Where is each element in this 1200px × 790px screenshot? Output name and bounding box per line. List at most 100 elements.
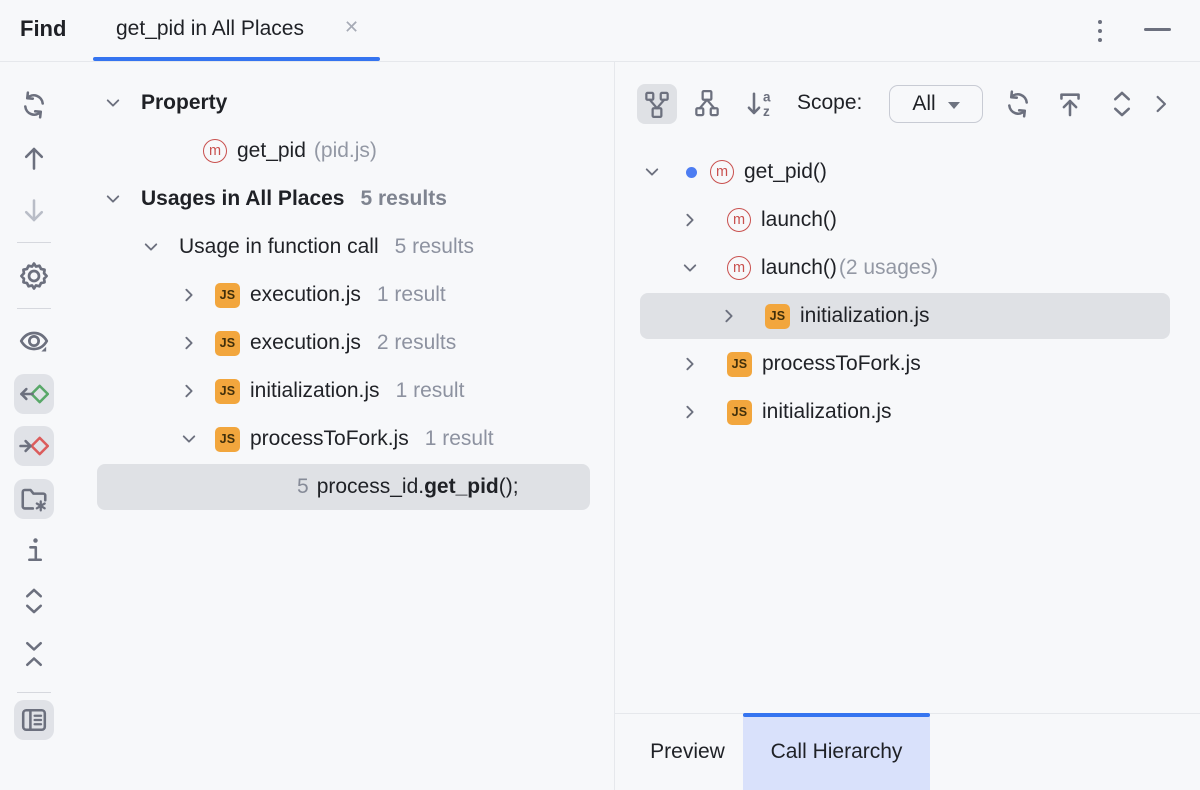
show-preview-panel-icon[interactable] [14, 700, 54, 740]
panel-divider[interactable] [614, 62, 615, 790]
file-label: processToFork.js [250, 427, 409, 450]
hierarchy-row[interactable]: m launch() [615, 196, 1200, 244]
chevron-down-icon[interactable] [101, 91, 125, 115]
expand-all-icon[interactable] [1102, 84, 1142, 124]
method-label: launch() [761, 208, 837, 231]
group-by-file-structure-icon[interactable] [14, 479, 54, 519]
read-access-icon[interactable] [14, 374, 54, 414]
js-file-icon: JS [215, 282, 240, 308]
hierarchy-row[interactable]: m launch() (2 usages) [615, 244, 1200, 292]
caller-hierarchy-icon[interactable] [637, 84, 677, 124]
file-label: initialization.js [250, 379, 380, 402]
chevron-down-icon[interactable] [101, 187, 125, 211]
file-suffix: (pid.js) [313, 139, 377, 162]
header: Find get_pid in All Places ✕ [0, 0, 1200, 62]
toolbar-separator [17, 242, 51, 243]
more-toolbar-icon[interactable] [1141, 84, 1181, 124]
result-count: 5 results [360, 187, 447, 210]
code-text: process_id.get_pid(); [316, 475, 519, 498]
method-label: launch() [761, 256, 837, 279]
method-icon: m [727, 256, 751, 280]
usage-info-icon[interactable] [14, 530, 54, 570]
scope-value: All [912, 92, 936, 115]
tree-row-code-line[interactable]: 5 process_id.get_pid(); [97, 463, 590, 511]
result-count: 1 result [395, 379, 465, 402]
tree-row-file[interactable]: JS initialization.js 1 result [75, 367, 614, 415]
hierarchy-row[interactable]: JS initialization.js [615, 388, 1200, 436]
expand-all-icon[interactable] [14, 581, 54, 621]
dropdown-arrow-icon [947, 101, 960, 109]
result-count: 5 results [394, 235, 474, 258]
rerun-search-icon[interactable] [14, 85, 54, 125]
chevron-down-icon[interactable] [177, 427, 201, 451]
refresh-icon[interactable] [998, 84, 1038, 124]
tab-preview[interactable]: Preview [650, 740, 725, 763]
preview-usages-icon[interactable] [14, 321, 54, 361]
base-method-dot [686, 166, 697, 178]
symbol-label: get_pid [237, 139, 306, 162]
hierarchy-row-selected[interactable]: JS initialization.js [615, 292, 1200, 340]
base-on-this-method-icon[interactable] [1050, 84, 1090, 124]
chevron-right-icon[interactable] [678, 352, 702, 376]
result-count: 1 result [376, 283, 446, 306]
method-icon: m [727, 208, 751, 232]
tab-call-hierarchy[interactable]: Call Hierarchy [743, 713, 930, 790]
scope-label: Scope: [797, 91, 863, 114]
selected-row-highlight [640, 293, 1170, 339]
result-count: 1 result [424, 427, 494, 450]
scope-dropdown[interactable]: All [889, 85, 983, 123]
js-file-icon: JS [727, 351, 752, 377]
group-label: Usage in function call [179, 235, 379, 258]
sort-alphabetically-icon[interactable]: a z [740, 84, 780, 124]
chevron-right-icon[interactable] [177, 379, 201, 403]
chevron-right-icon[interactable] [717, 304, 741, 328]
hierarchy-row[interactable]: JS processToFork.js [615, 340, 1200, 388]
chevron-right-icon[interactable] [177, 283, 201, 307]
file-label: execution.js [250, 331, 361, 354]
collapse-all-icon[interactable] [14, 634, 54, 674]
file-label: initialization.js [762, 400, 892, 423]
tree-row-target[interactable]: m get_pid (pid.js) [75, 127, 614, 175]
chevron-down-icon[interactable] [640, 160, 664, 184]
result-count: 2 results [376, 331, 457, 354]
tree-row-usage-type[interactable]: Usage in function call 5 results [75, 223, 614, 271]
line-number: 5 [297, 475, 309, 498]
js-file-icon: JS [727, 399, 752, 425]
file-label: execution.js [250, 283, 361, 306]
method-icon: m [710, 160, 734, 184]
callee-hierarchy-icon[interactable] [687, 84, 727, 124]
svg-text:z: z [763, 104, 770, 119]
kebab-menu-icon[interactable] [1094, 15, 1106, 47]
chevron-down-icon[interactable] [139, 235, 163, 259]
next-occurrence-icon[interactable] [14, 191, 54, 231]
group-label: Usages in All Places [141, 187, 345, 210]
toolbar-separator [17, 692, 51, 693]
settings-icon[interactable] [14, 256, 54, 296]
active-tab-underline [93, 57, 380, 61]
tree-row-property[interactable]: Property [75, 79, 614, 127]
tree-row-usages-group[interactable]: Usages in All Places 5 results [75, 175, 614, 223]
chevron-right-icon[interactable] [177, 331, 201, 355]
tree-row-file[interactable]: JS processToFork.js 1 result [75, 415, 614, 463]
toolbar-separator [17, 308, 51, 309]
tree-row-file[interactable]: JS execution.js 1 result [75, 271, 614, 319]
method-label: get_pid() [744, 160, 827, 183]
previous-occurrence-icon[interactable] [14, 138, 54, 178]
group-label: Property [141, 91, 228, 114]
tree-row-file[interactable]: JS execution.js 2 results [75, 319, 614, 367]
js-file-icon: JS [215, 330, 240, 356]
chevron-right-icon[interactable] [678, 208, 702, 232]
js-file-icon: JS [215, 426, 240, 452]
chevron-right-icon[interactable] [678, 400, 702, 424]
js-file-icon: JS [765, 303, 790, 329]
file-label: processToFork.js [762, 352, 921, 375]
hierarchy-row-root[interactable]: m get_pid() [615, 148, 1200, 196]
file-label: initialization.js [800, 304, 930, 327]
search-tab[interactable]: get_pid in All Places [116, 17, 304, 40]
close-tab-icon[interactable]: ✕ [344, 17, 360, 37]
minimize-icon[interactable] [1144, 28, 1171, 31]
svg-text:a: a [763, 89, 771, 104]
selected-row-highlight [97, 464, 590, 510]
chevron-down-icon[interactable] [678, 256, 702, 280]
write-access-icon[interactable] [14, 426, 54, 466]
